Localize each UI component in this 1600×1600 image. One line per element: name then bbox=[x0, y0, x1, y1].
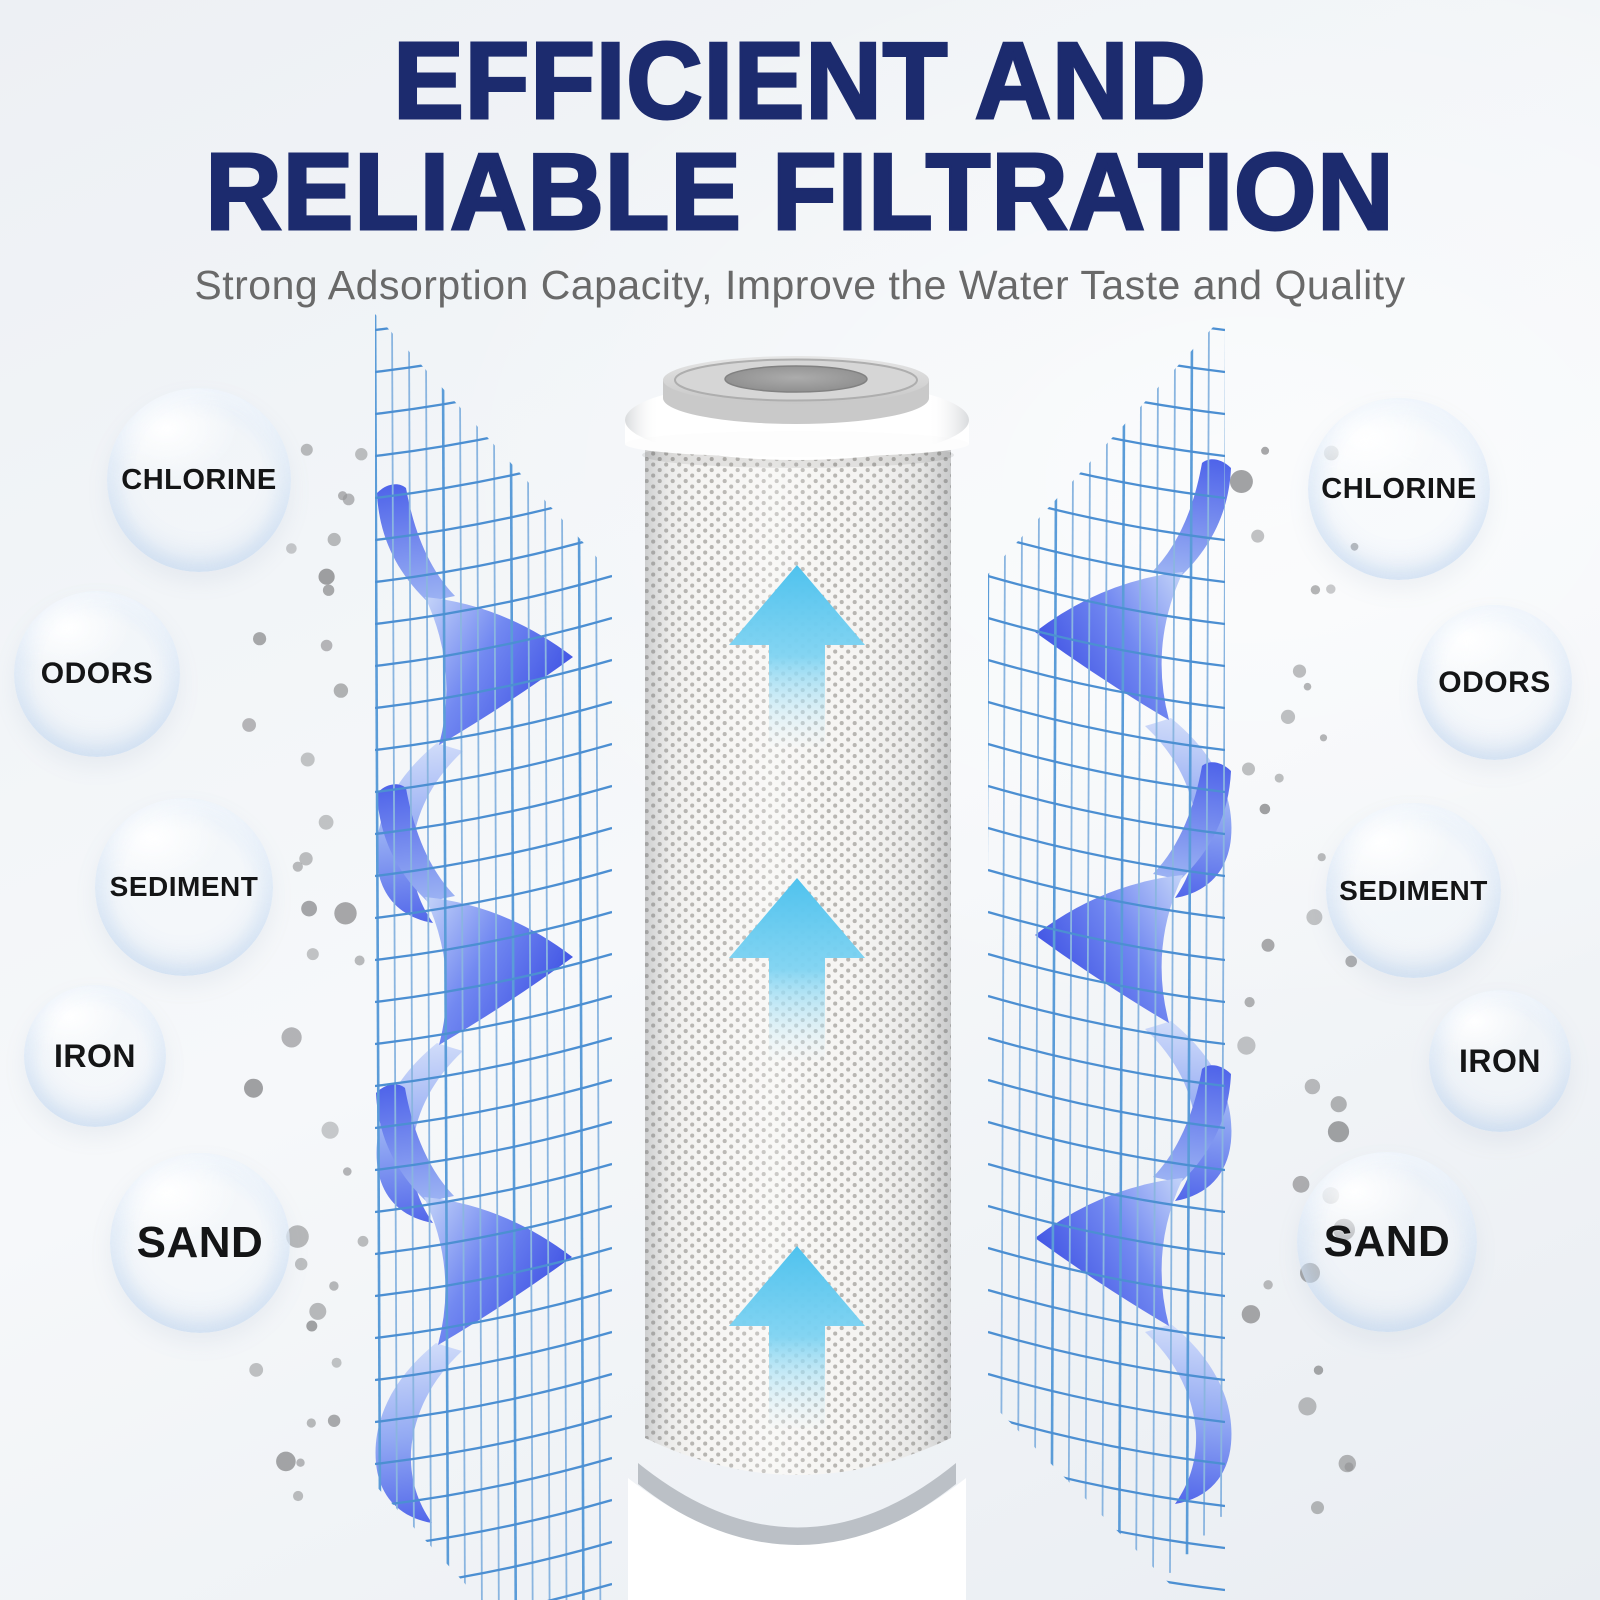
contaminant-label: IRON bbox=[1459, 1042, 1541, 1079]
bubble-sand-left: SAND bbox=[110, 1153, 290, 1333]
bubble-iron-right: IRON bbox=[1429, 990, 1571, 1132]
bubble-chlorine-right: CHLORINE bbox=[1308, 398, 1490, 580]
particle-dots bbox=[242, 443, 1359, 1515]
contaminant-label: CHLORINE bbox=[121, 463, 277, 496]
subtitle: Strong Adsorption Capacity, Improve the … bbox=[194, 262, 1406, 309]
filter-cartridge bbox=[625, 356, 969, 1600]
bubble-odors-left: ODORS bbox=[14, 591, 180, 757]
contaminant-label: IRON bbox=[54, 1037, 136, 1074]
bubble-sediment-left: SEDIMENT bbox=[95, 798, 273, 976]
bottom-end-cap bbox=[628, 1478, 966, 1600]
cap-core bbox=[663, 356, 929, 424]
right-mesh-screen bbox=[988, 314, 1225, 1600]
bubble-iron-left: IRON bbox=[24, 985, 166, 1127]
contaminant-label: SEDIMENT bbox=[109, 871, 259, 902]
contaminant-label: SEDIMENT bbox=[1339, 874, 1488, 906]
title-line-1: EFFICIENT AND bbox=[392, 20, 1207, 142]
flow-arrows-left bbox=[375, 484, 573, 1523]
bubble-odors-right: ODORS bbox=[1417, 605, 1572, 760]
bubble-sand-right: SAND bbox=[1297, 1152, 1477, 1332]
contaminant-label: ODORS bbox=[40, 657, 154, 690]
bubble-sediment-right: SEDIMENT bbox=[1326, 803, 1501, 978]
title-line-2: RELIABLE FILTRATION bbox=[204, 131, 1395, 254]
bubble-chlorine-left: CHLORINE bbox=[107, 388, 291, 572]
contaminant-label: CHLORINE bbox=[1321, 472, 1477, 505]
bottom-shadow bbox=[638, 1463, 956, 1547]
contaminant-label: SAND bbox=[136, 1218, 264, 1267]
contaminant-label: ODORS bbox=[1438, 665, 1551, 699]
contaminant-label: SAND bbox=[1323, 1217, 1451, 1266]
flow-arrows-right bbox=[1035, 459, 1232, 1504]
cap-center-hole bbox=[724, 365, 868, 393]
